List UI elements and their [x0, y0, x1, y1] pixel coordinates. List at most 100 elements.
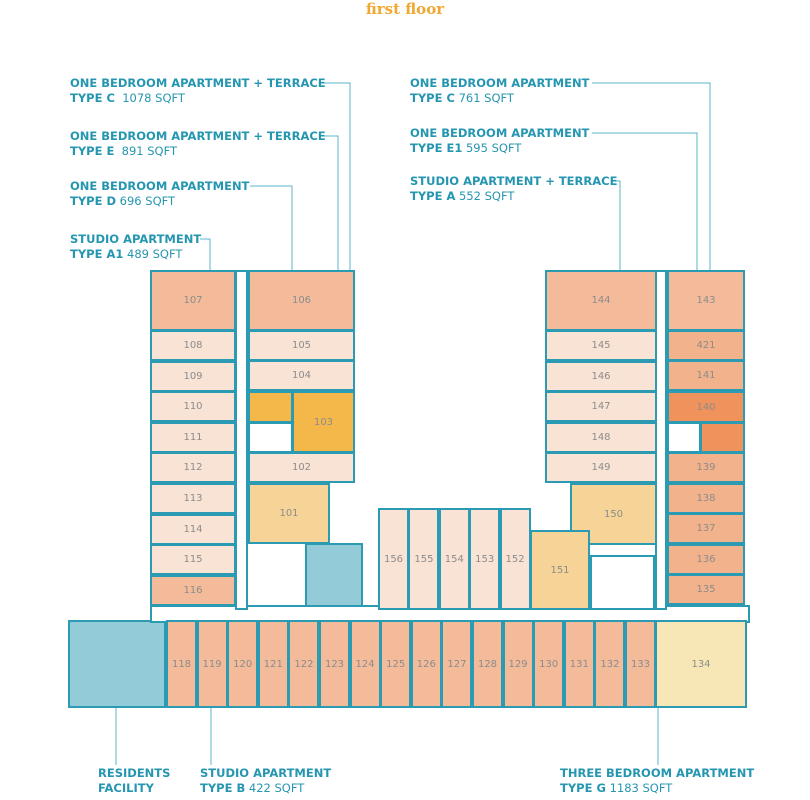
unit-421: 421: [667, 330, 745, 361]
label-name: THREE BEDROOM APARTMENT: [560, 766, 755, 780]
stair-core: [667, 422, 701, 453]
stair-core: [590, 555, 655, 610]
label-size: 595 SQFT: [465, 141, 522, 155]
unit-149: 149: [545, 452, 657, 484]
label-size: 1183 SQFT: [609, 781, 673, 795]
unit-133: 133: [625, 620, 656, 708]
residents-facility: [68, 620, 166, 708]
label-size: 696 SQFT: [119, 194, 176, 208]
corridor: [235, 270, 248, 610]
label-name: ONE BEDROOM APARTMENT: [410, 76, 590, 90]
floor-title: first floor: [365, 0, 445, 18]
unit-129: 129: [502, 620, 534, 708]
unit-110: 110: [150, 391, 236, 423]
label-type: TYPE E: [70, 144, 115, 158]
unit-104: 104: [248, 360, 355, 391]
unit-121: 121: [257, 620, 289, 708]
unit-155: 155: [408, 508, 440, 610]
label-size: 1078 SQFT: [122, 91, 185, 105]
label-type: TYPE A: [410, 189, 456, 203]
label-name: ONE BEDROOM APARTMENT: [410, 126, 590, 140]
leader-line: [324, 135, 339, 270]
leader-line: [592, 132, 698, 270]
unit-101: 101: [248, 483, 330, 544]
unit-103-part: [248, 391, 293, 423]
unit-114: 114: [150, 513, 236, 545]
unit-139: 139: [667, 452, 745, 483]
unit-107: 107: [150, 270, 236, 331]
leader-line: [592, 82, 711, 270]
unit-140: 140: [667, 391, 745, 423]
unit-134: 134: [655, 620, 747, 708]
label-type: TYPE C: [70, 91, 115, 105]
unit-109: 109: [150, 360, 236, 392]
stair-core: [248, 422, 293, 453]
label-type: TYPE C: [410, 91, 455, 105]
unit-126: 126: [410, 620, 442, 708]
unit-152: 152: [499, 508, 531, 610]
unit-105: 105: [248, 330, 355, 361]
unit-127: 127: [441, 620, 473, 708]
label-type: TYPE G: [560, 781, 606, 795]
label-size: 422 SQFT: [248, 781, 305, 795]
unit-123: 123: [319, 620, 350, 708]
unit-103: 103: [292, 391, 355, 453]
unit-147: 147: [545, 391, 657, 423]
leader-line: [614, 180, 621, 270]
unit-106: 106: [248, 270, 355, 331]
label-name: ONE BEDROOM APARTMENT + TERRACE: [70, 76, 326, 90]
unit-137: 137: [667, 513, 745, 545]
unit-136: 136: [667, 543, 745, 575]
label-type: TYPE B: [200, 781, 246, 795]
label-type: TYPE E1: [410, 141, 463, 155]
leader-line: [250, 185, 293, 270]
unit-124: 124: [349, 620, 381, 708]
unit-102: 102: [248, 452, 355, 483]
label-name: ONE BEDROOM APARTMENT: [70, 179, 250, 193]
label-type: TYPE D: [70, 194, 117, 208]
leader-line: [200, 238, 211, 270]
unit-130: 130: [533, 620, 565, 708]
label-type: FACILITY: [98, 781, 154, 795]
unit-141: 141: [667, 360, 745, 391]
label-name: STUDIO APARTMENT: [70, 232, 202, 246]
unit-138: 138: [667, 482, 745, 514]
label-name: STUDIO APARTMENT: [200, 766, 332, 780]
unit-115: 115: [150, 544, 236, 576]
unit-111: 111: [150, 421, 236, 453]
unit-131: 131: [563, 620, 595, 708]
label-type: TYPE A1: [70, 247, 124, 261]
unit-145: 145: [545, 330, 657, 361]
courtyard-block: [305, 543, 363, 613]
unit-153: 153: [469, 508, 501, 610]
unit-128: 128: [472, 620, 503, 708]
unit-154: 154: [438, 508, 470, 610]
label-size: 891 SQFT: [121, 144, 178, 158]
label-name: ONE BEDROOM APARTMENT + TERRACE: [70, 129, 326, 143]
unit-143: 143: [667, 270, 745, 331]
label-name: STUDIO APARTMENT + TERRACE: [410, 174, 618, 188]
unit-120: 120: [227, 620, 259, 708]
label-name: RESIDENTS: [98, 766, 171, 780]
unit-113: 113: [150, 483, 236, 514]
leader-line: [324, 82, 351, 270]
unit-112: 112: [150, 452, 236, 484]
unit-146: 146: [545, 360, 657, 392]
unit-148: 148: [545, 421, 657, 453]
unit-132: 132: [594, 620, 626, 708]
unit-140-part: [700, 422, 745, 453]
unit-122: 122: [288, 620, 320, 708]
unit-144: 144: [545, 270, 657, 331]
unit-151: 151: [530, 530, 590, 610]
unit-135: 135: [667, 574, 745, 606]
label-size: 552 SQFT: [459, 189, 515, 203]
unit-116: 116: [150, 574, 236, 606]
